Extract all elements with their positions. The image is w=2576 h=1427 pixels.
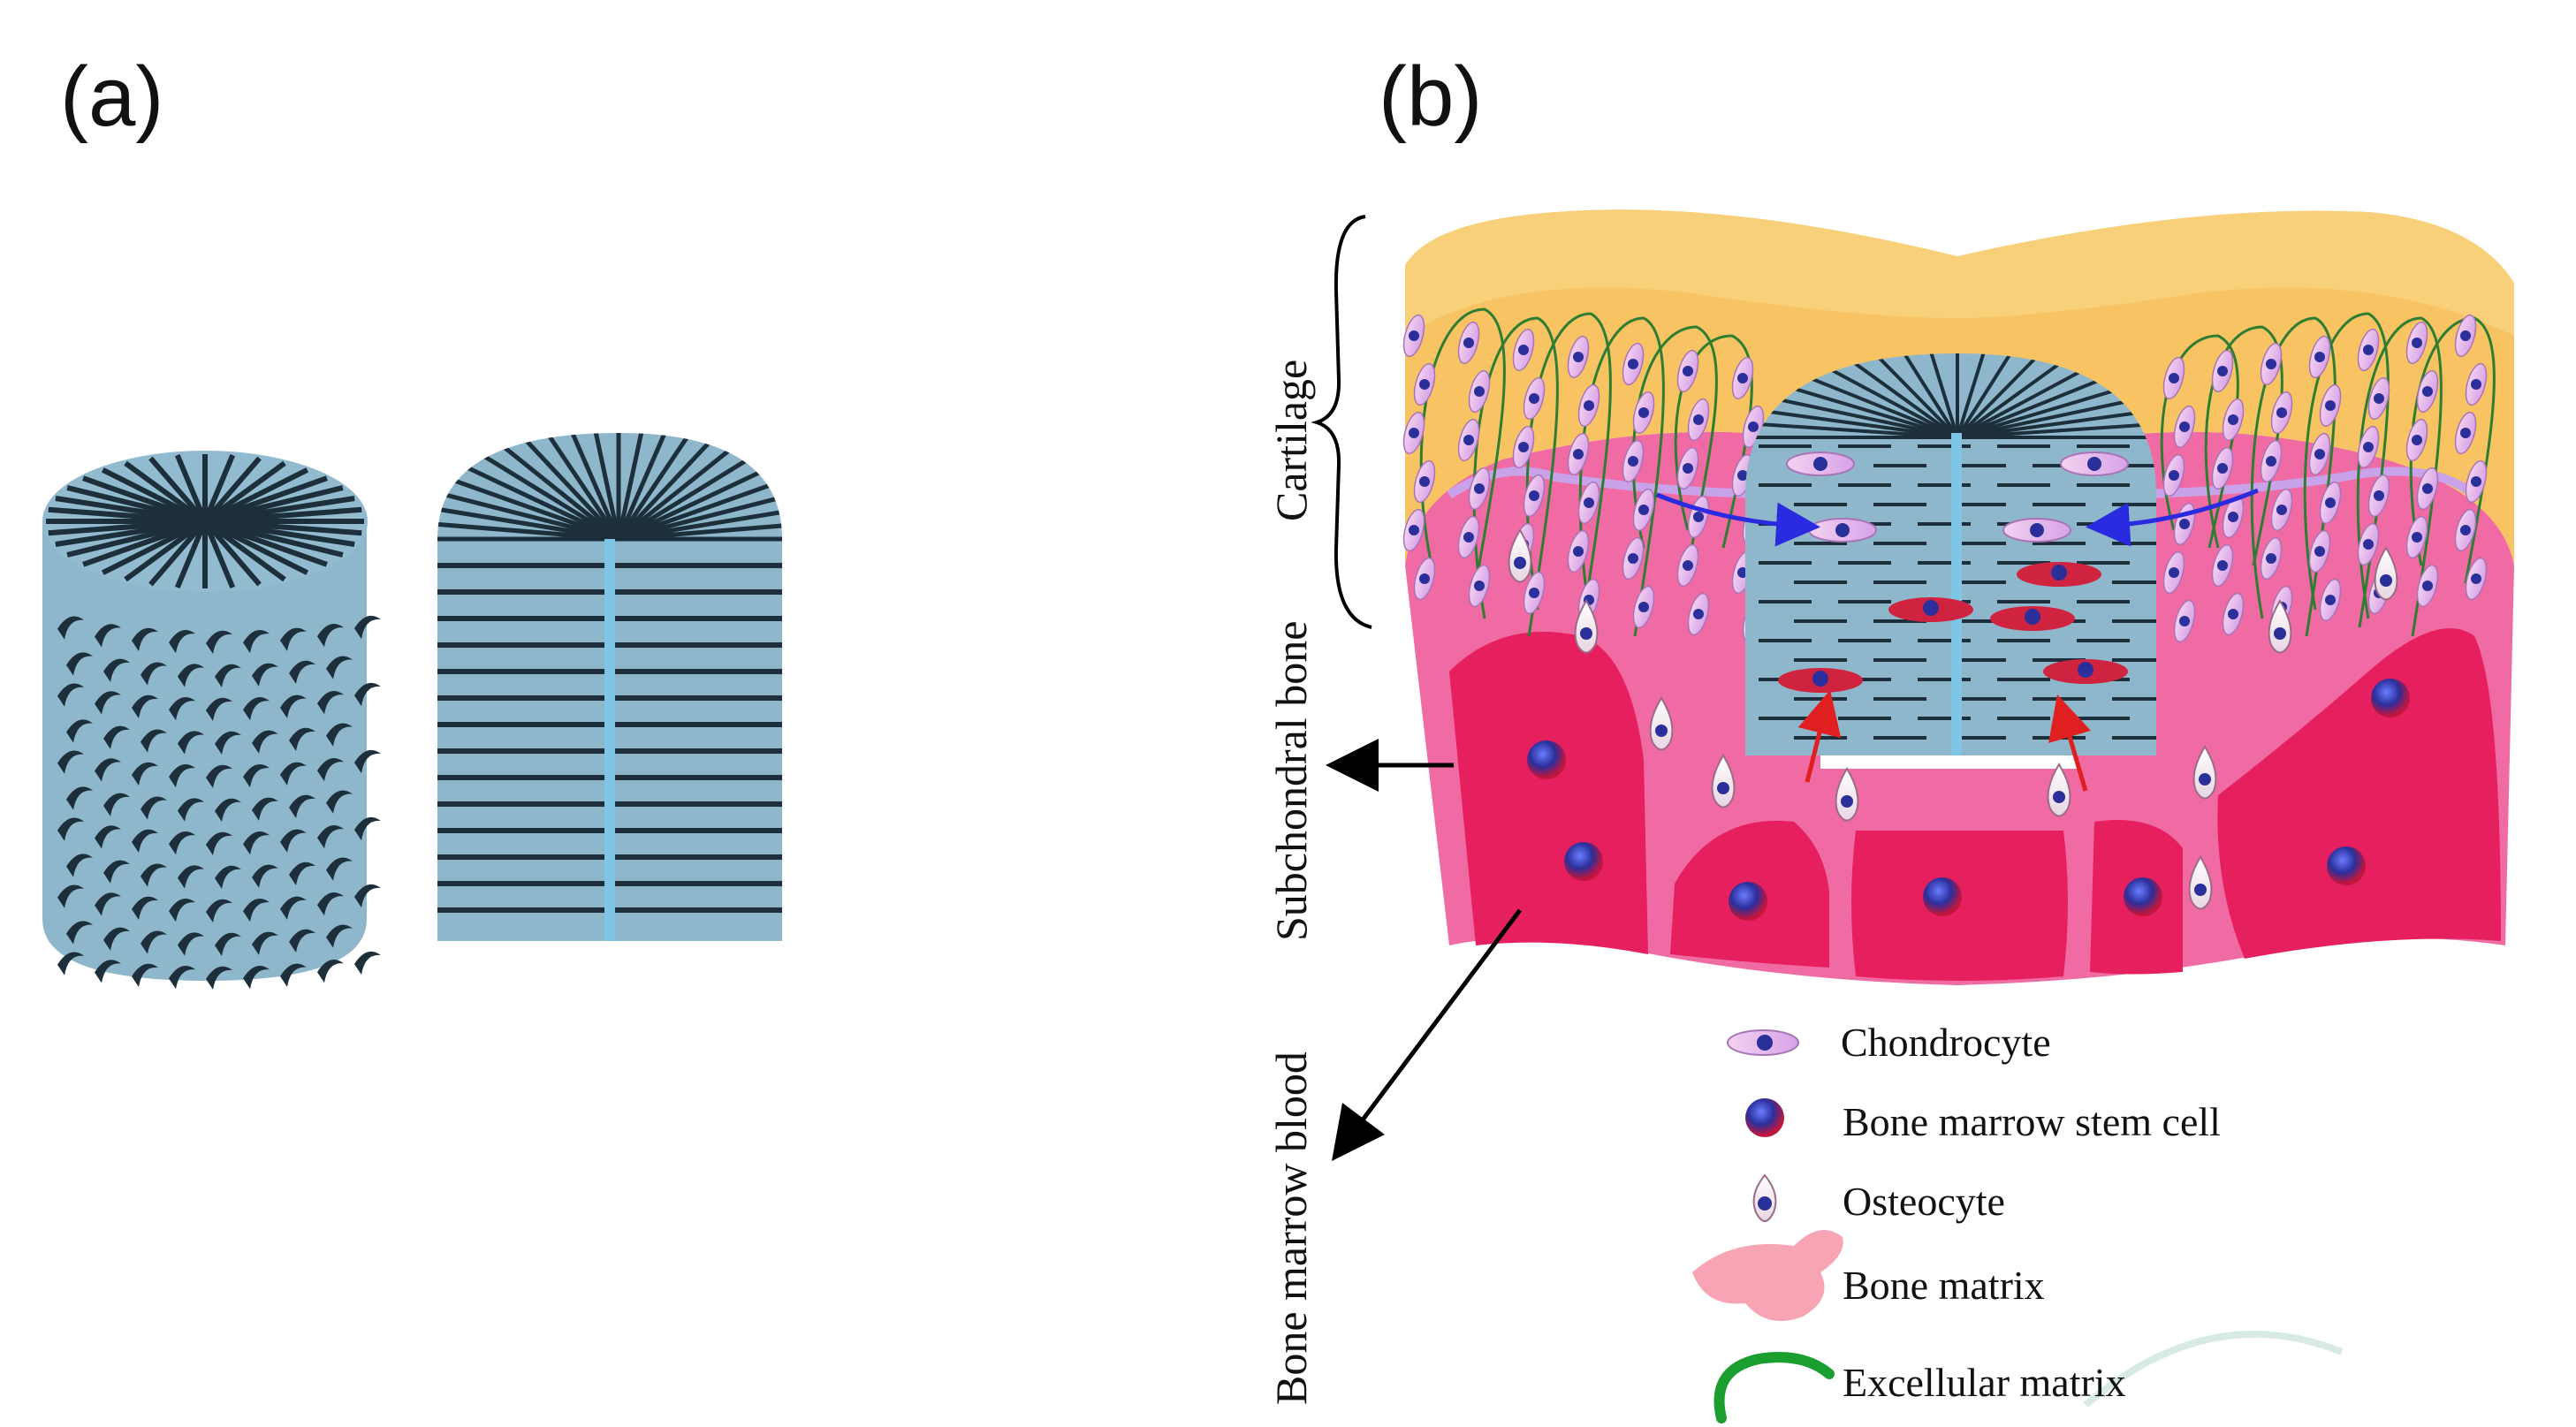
stem-cell <box>1527 740 1566 779</box>
legend-ecm-label: Excellular matrix <box>1843 1360 2126 1405</box>
legend-stem-cell-icon <box>1745 1098 1784 1137</box>
legend-osteocyte-icon <box>1752 1173 1777 1222</box>
stem-cell <box>1564 842 1603 881</box>
osteocyte-cell <box>1835 767 1859 822</box>
osteocyte-cell <box>2268 599 2292 654</box>
osteocyte-cell <box>2047 763 2071 817</box>
subchondral-side-label: Subchondral bone <box>1266 621 1316 941</box>
stem-cell <box>1729 882 1767 921</box>
stem-cell <box>2124 877 2162 916</box>
osteocyte-cell <box>2192 745 2217 800</box>
legend-chondrocyte-icon <box>1727 1029 1799 1056</box>
osteocyte-cell <box>1711 754 1736 808</box>
legend-ecm-icon <box>1714 1352 1835 1423</box>
osteocyte-cell <box>2374 546 2398 601</box>
stem-cell <box>1923 877 1962 916</box>
legend: Chondrocyte Bone marrow stem cell Osteoc… <box>1692 1020 2221 1423</box>
stem-cell <box>2327 846 2366 885</box>
panel-a-label: (a) <box>60 49 163 144</box>
migration-arrows <box>1656 488 2259 792</box>
legend-osteocyte-label: Osteocyte <box>1843 1179 2005 1224</box>
decorative-arc <box>2083 1331 2344 1408</box>
osteocyte-cell <box>2188 855 2213 910</box>
legend-stem-cell-label: Bone marrow stem cell <box>1843 1099 2221 1144</box>
pointer-arrows <box>1326 739 1522 1161</box>
marrow-side-label: Bone marrow blood <box>1266 1051 1316 1405</box>
panel-b-label: (b) <box>1379 49 1482 144</box>
osteocyte-cell <box>1508 528 1532 583</box>
cartilage-side-label: Cartilage <box>1266 360 1316 521</box>
scaffold-cylinder-outer <box>42 451 381 990</box>
legend-chondrocyte-label: Chondrocyte <box>1841 1020 2051 1065</box>
osteocyte-cell <box>1649 696 1674 751</box>
osteochondral-tissue <box>1402 209 2514 985</box>
cartilage-brace <box>1311 215 1372 629</box>
stem-cell <box>2371 679 2410 717</box>
legend-bone-matrix-icon <box>1692 1230 1843 1321</box>
legend-bone-matrix-label: Bone matrix <box>1843 1263 2045 1308</box>
scaffold-cylinder-section <box>437 433 782 941</box>
osteocyte-cell <box>1574 599 1599 654</box>
